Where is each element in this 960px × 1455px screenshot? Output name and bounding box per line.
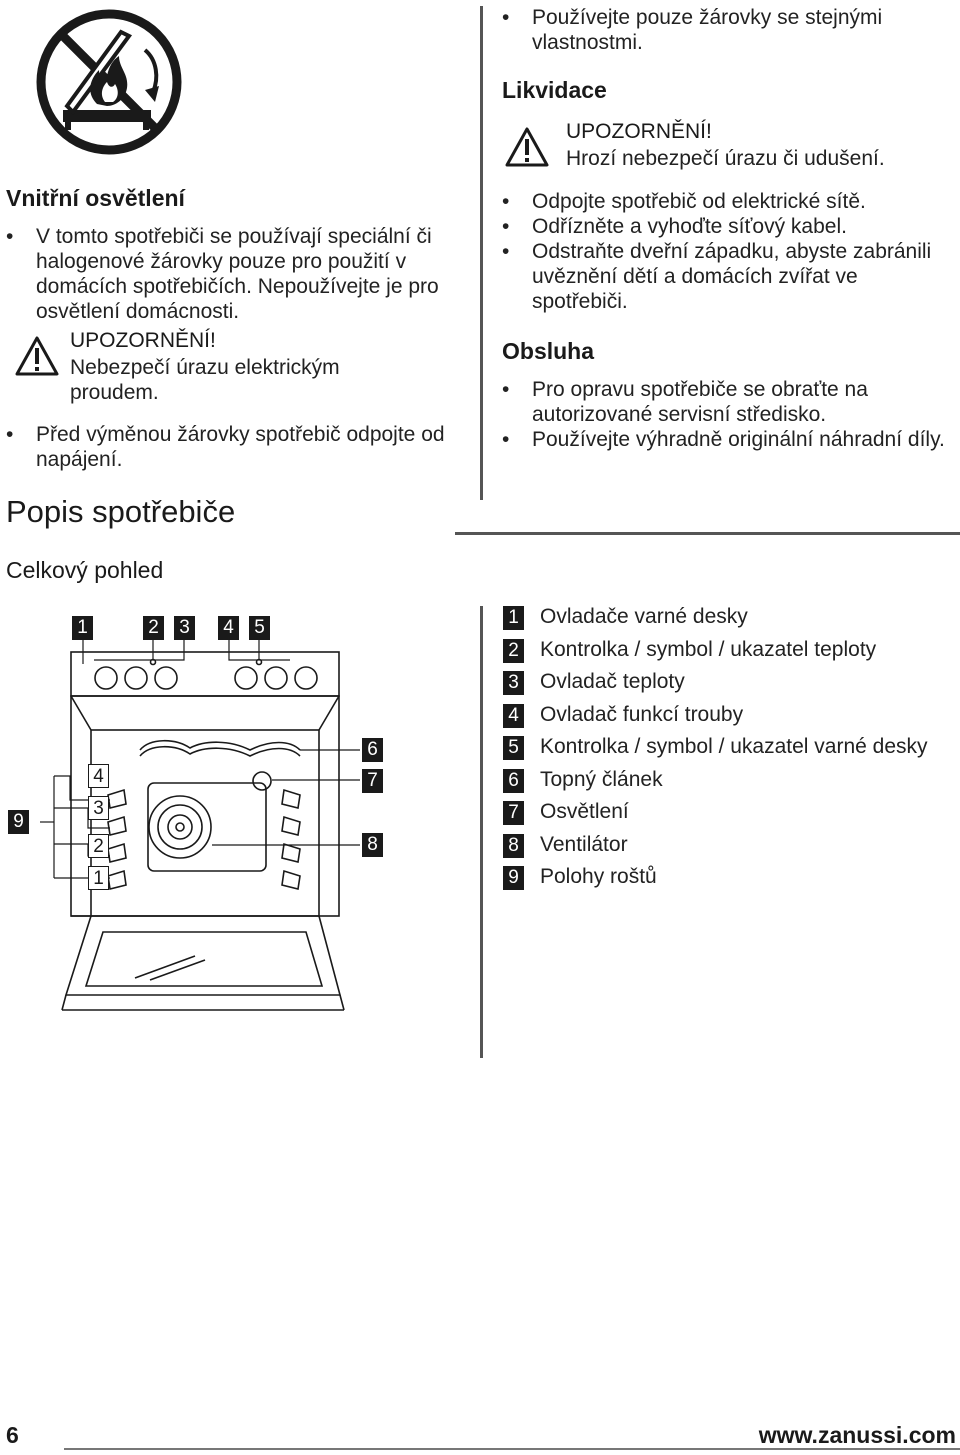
legend-label: Osvětlení (540, 800, 629, 823)
legend-label: Polohy roštů (540, 865, 657, 888)
no-grill-fire-icon (33, 6, 185, 158)
callout-right: 8 (362, 833, 383, 857)
legend-number: 3 (503, 671, 524, 695)
disposal-bullet: Odpojte spotřebič od elektrické sítě. (502, 189, 957, 214)
callout-top: 5 (249, 616, 270, 640)
warning-block-right: UPOZORNĚNÍ! Hrozí nebezpečí úrazu či udu… (502, 120, 957, 176)
callout-shelf: 3 (88, 796, 109, 820)
legend-number: 1 (503, 606, 524, 630)
service-heading: Obsluha (502, 338, 595, 364)
legend-label: Topný článek (540, 768, 663, 791)
warning-block-left: UPOZORNĚNÍ! Nebezpečí úrazu elektrickým … (6, 329, 461, 404)
disposal-bullet: Odřízněte a vyhoďte síťový kabel. (502, 214, 957, 239)
legend-label: Kontrolka / symbol / ukazatel teploty (540, 638, 877, 661)
legend-number: 9 (503, 866, 524, 890)
service-bullet: Pro opravu spotřebiče se obraťte na auto… (502, 377, 957, 427)
lighting-heading: Vnitřní osvětlení (6, 185, 185, 211)
legend-number: 8 (503, 834, 524, 858)
warning-title: UPOZORNĚNÍ! (566, 120, 712, 143)
section-subtitle: Celkový pohled (6, 557, 164, 583)
warning-text: Nebezpečí úrazu elektrickým proudem. (70, 356, 340, 404)
callout-top: 4 (218, 616, 239, 640)
callout-right: 7 (362, 769, 383, 793)
warning-title: UPOZORNĚNÍ! (70, 329, 216, 352)
legend-label: Kontrolka / symbol / ukazatel varné desk… (540, 735, 928, 758)
callout-top: 2 (143, 616, 164, 640)
page-number: 6 (6, 1422, 19, 1448)
section-rule (455, 532, 960, 535)
legend-number: 2 (503, 639, 524, 663)
legend-label: Ovladač funkcí trouby (540, 703, 744, 726)
callout-top: 1 (72, 616, 93, 640)
callout-shelf: 4 (88, 764, 109, 788)
callout-top: 3 (174, 616, 195, 640)
bulb-bullet: Používejte pouze žárovky se stejnými vla… (502, 5, 957, 55)
callout-right: 6 (362, 738, 383, 762)
column-divider-top (480, 6, 483, 500)
warning-triangle-icon (15, 336, 59, 376)
footer-rule (64, 1448, 960, 1450)
legend-number: 6 (503, 769, 524, 793)
legend-number: 5 (503, 736, 524, 760)
oven-diagram: 1 2 3 4 5 6 7 8 4 3 2 1 9 (0, 600, 400, 1030)
warning-triangle-icon (505, 127, 549, 167)
warning-text: Hrozí nebezpečí úrazu či udušení. (566, 147, 885, 170)
footer-url: www.zanussi.com (758, 1422, 956, 1448)
legend-label: Ovladač teploty (540, 670, 685, 693)
callout-shelf: 1 (88, 866, 109, 890)
lighting-bullet-1: V tomto spotřebiči se používají speciáln… (6, 224, 461, 324)
disposal-heading: Likvidace (502, 77, 607, 103)
column-divider-bottom (480, 606, 483, 1058)
service-bullet: Používejte výhradně originální náhradní … (502, 427, 957, 452)
callout-left: 9 (8, 810, 29, 834)
callout-shelf: 2 (88, 834, 109, 858)
legend-number: 7 (503, 801, 524, 825)
disposal-bullet: Odstraňte dveřní západku, abyste zabráni… (502, 239, 957, 314)
section-title: Popis spotřebiče (6, 494, 236, 529)
legend-label: Ventilátor (540, 833, 628, 856)
lighting-bullet-2: Před výměnou žárovky spotřebič odpojte o… (6, 422, 461, 472)
legend-label: Ovladače varné desky (540, 605, 748, 628)
legend-number: 4 (503, 704, 524, 728)
